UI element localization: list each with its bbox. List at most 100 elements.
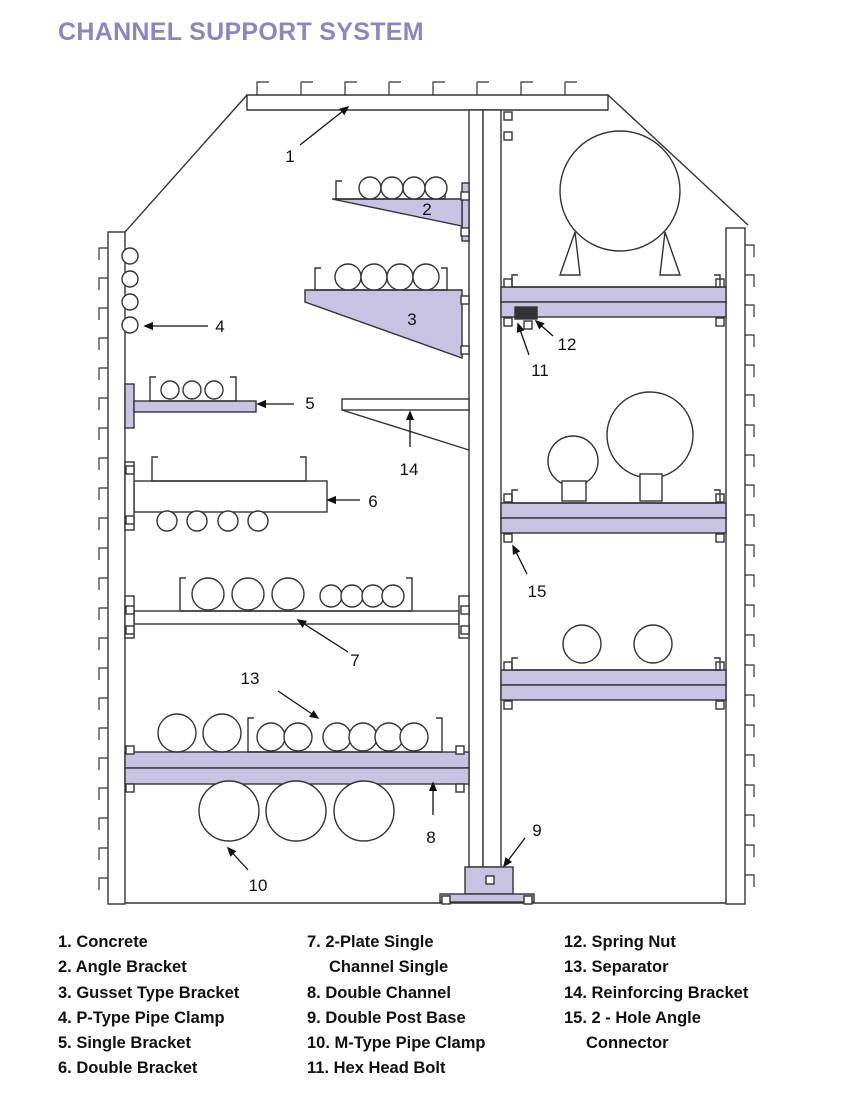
pipe — [182, 380, 202, 400]
right-wall-anchor — [745, 484, 755, 497]
callout-number: 15 — [528, 582, 547, 601]
right-wall-anchor — [745, 454, 755, 467]
legend-item: 8. Double Channel — [307, 981, 486, 1006]
m-type-clamp-pipe — [333, 780, 395, 842]
left-wall-anchor — [98, 487, 108, 500]
large-pipe — [559, 130, 681, 252]
legend-item: 10. M-Type Pipe Clamp — [307, 1031, 486, 1056]
right-channel-1-top — [500, 286, 727, 303]
pipe — [374, 722, 404, 752]
right-roof-slope — [607, 94, 749, 226]
legend-item-label: 9. Double Post Base — [307, 1008, 466, 1027]
right-wall-anchor — [745, 844, 755, 857]
pipe-saddle — [639, 473, 663, 502]
left-wall-anchor — [98, 667, 108, 680]
m-type-clamp-pipe — [198, 780, 260, 842]
leader-arrowhead — [516, 322, 525, 333]
right-wall-anchor — [745, 364, 755, 377]
legend-item-label: 12. Spring Nut — [564, 933, 676, 951]
pipe — [217, 510, 239, 532]
bolt — [460, 227, 470, 237]
legend-item: 13. Separator — [564, 955, 748, 980]
concrete-structure — [107, 94, 749, 905]
bolt — [455, 745, 465, 755]
bolt — [441, 895, 451, 905]
bolt — [125, 605, 135, 615]
clamped-pipe — [202, 713, 242, 753]
pipe — [160, 380, 180, 400]
bolt — [125, 625, 135, 635]
bolt — [503, 278, 513, 288]
pipe — [348, 722, 378, 752]
leader-arrowhead — [502, 857, 513, 868]
bolt — [503, 700, 513, 710]
pipe — [380, 176, 404, 200]
diagram-title: CHANNEL SUPPORT SYSTEM — [58, 18, 424, 46]
callout-number: 8 — [426, 828, 435, 847]
left-wall-anchor — [98, 277, 108, 290]
post-base-plate — [439, 893, 535, 903]
left-wall-anchor — [98, 337, 108, 350]
legend-item: 1. Concrete — [58, 930, 239, 955]
left-wall-anchor — [98, 727, 108, 740]
pipe — [283, 722, 313, 752]
right-wall-anchor — [745, 394, 755, 407]
legend-item: 11. Hex Head Bolt — [307, 1056, 486, 1081]
callout-number: 9 — [532, 821, 541, 840]
leader — [277, 690, 319, 719]
legend-item: 12. Spring Nut — [564, 930, 748, 955]
pipes — [121, 130, 721, 842]
pipe — [247, 510, 269, 532]
bolt — [715, 317, 725, 327]
pipe — [381, 584, 405, 608]
callout-number: 6 — [368, 492, 377, 511]
pipe — [424, 176, 448, 200]
leader — [299, 106, 349, 146]
left-wall — [107, 231, 126, 905]
ceiling-anchor — [388, 81, 401, 95]
ceiling-anchor — [520, 81, 533, 95]
left-wall-anchor — [98, 367, 108, 380]
legend-item-label: 1. Concrete — [58, 933, 148, 951]
pipe-saddle — [559, 231, 581, 276]
left-wall-anchor — [98, 757, 108, 770]
pipe — [340, 584, 364, 608]
legend-item-label: 10. M-Type Pipe Clamp — [307, 1034, 486, 1053]
legend-item-label: 14. Reinforcing Bracket — [564, 983, 749, 1002]
bolt — [523, 320, 533, 330]
pipe — [156, 510, 178, 532]
concrete-anchor-marks — [98, 81, 755, 890]
legend-item-label: 3. Gusset Type Bracket — [58, 983, 240, 1002]
right-wall-anchor — [745, 754, 755, 767]
left-wall-anchor — [98, 817, 108, 830]
right-wall-anchor — [745, 814, 755, 827]
bolt — [523, 895, 533, 905]
pipe-saddle — [659, 231, 681, 276]
reinforcing-bracket-brace — [341, 409, 470, 451]
pipe — [256, 722, 286, 752]
pipe-saddle — [561, 480, 587, 502]
legend-item-label: 4. P-Type Pipe Clamp — [58, 1008, 225, 1027]
two-plate-left-plate — [124, 595, 135, 639]
legend-item: 6. Double Bracket — [58, 1056, 239, 1081]
right-wall-anchor — [745, 544, 755, 557]
clamped-pipe — [271, 577, 305, 611]
bolt — [503, 317, 513, 327]
bolt — [715, 533, 725, 543]
ceiling-anchor — [476, 81, 489, 95]
leader-arrowhead — [326, 495, 337, 505]
legend-item-label: 13. Separator — [564, 958, 669, 977]
right-channel-2-bottom — [500, 517, 727, 534]
pipe — [319, 584, 343, 608]
p-type-clamp — [121, 293, 139, 311]
callout-number: 3 — [407, 310, 416, 329]
pipe — [334, 263, 362, 291]
bolt — [503, 493, 513, 503]
legend-item: 9. Double Post Base — [307, 1006, 486, 1031]
legend-item-label: 7. 2-Plate Single — [307, 933, 434, 951]
right-wall-anchor — [745, 304, 755, 317]
pipe — [633, 624, 673, 664]
left-wall-anchor — [98, 787, 108, 800]
legend-item-label: 6. Double Bracket — [58, 1059, 198, 1078]
